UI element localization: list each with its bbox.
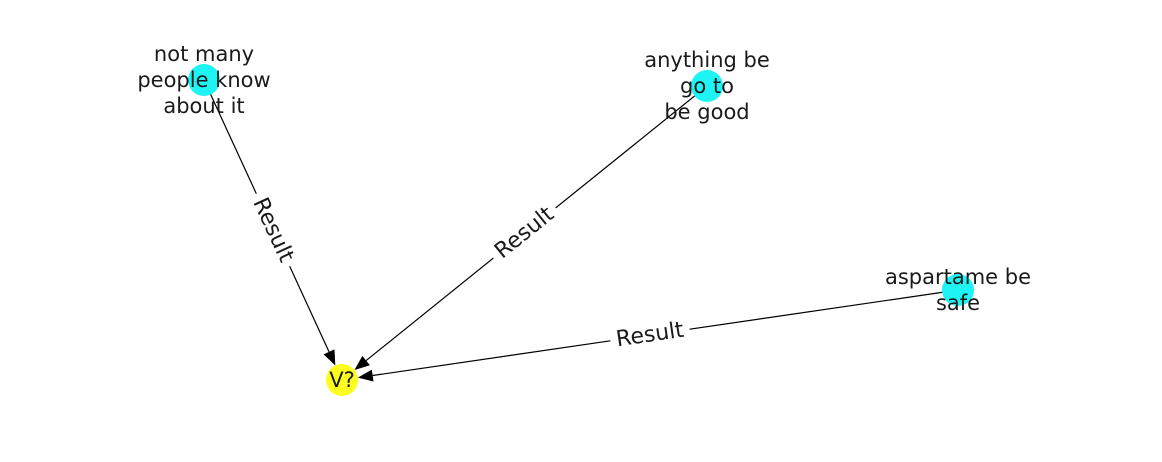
node-label-line: safe [936,291,980,315]
node-label-line: not many [154,42,254,66]
edge-label-group: Result [241,186,305,274]
node-circle [326,364,358,396]
edge-1: Result [203,79,336,366]
node-label-line: people know [137,68,270,92]
edge-label-background [608,313,692,357]
node-label-line: go to [680,74,734,98]
arrowhead-icon [323,349,336,366]
target-node: V? [326,364,358,396]
node-label-line: V? [329,368,355,392]
edge-label-group: Result [483,195,566,271]
edge-label-background [483,195,566,271]
arrowhead-icon [357,369,374,382]
node-circle [942,274,974,306]
node-label-line: anything be [644,48,770,72]
node-label-line: about it [163,94,244,118]
edge-3: Result [357,289,959,382]
node-label-line: be good [664,100,749,124]
edge-label: Result [247,194,298,267]
node-circle [188,64,220,96]
edge-label-background [241,186,305,274]
node-circle [691,70,723,102]
node-label-line: aspartame be [885,265,1031,289]
arrowhead-icon [354,355,370,370]
edge-label-group: Result [608,313,692,357]
